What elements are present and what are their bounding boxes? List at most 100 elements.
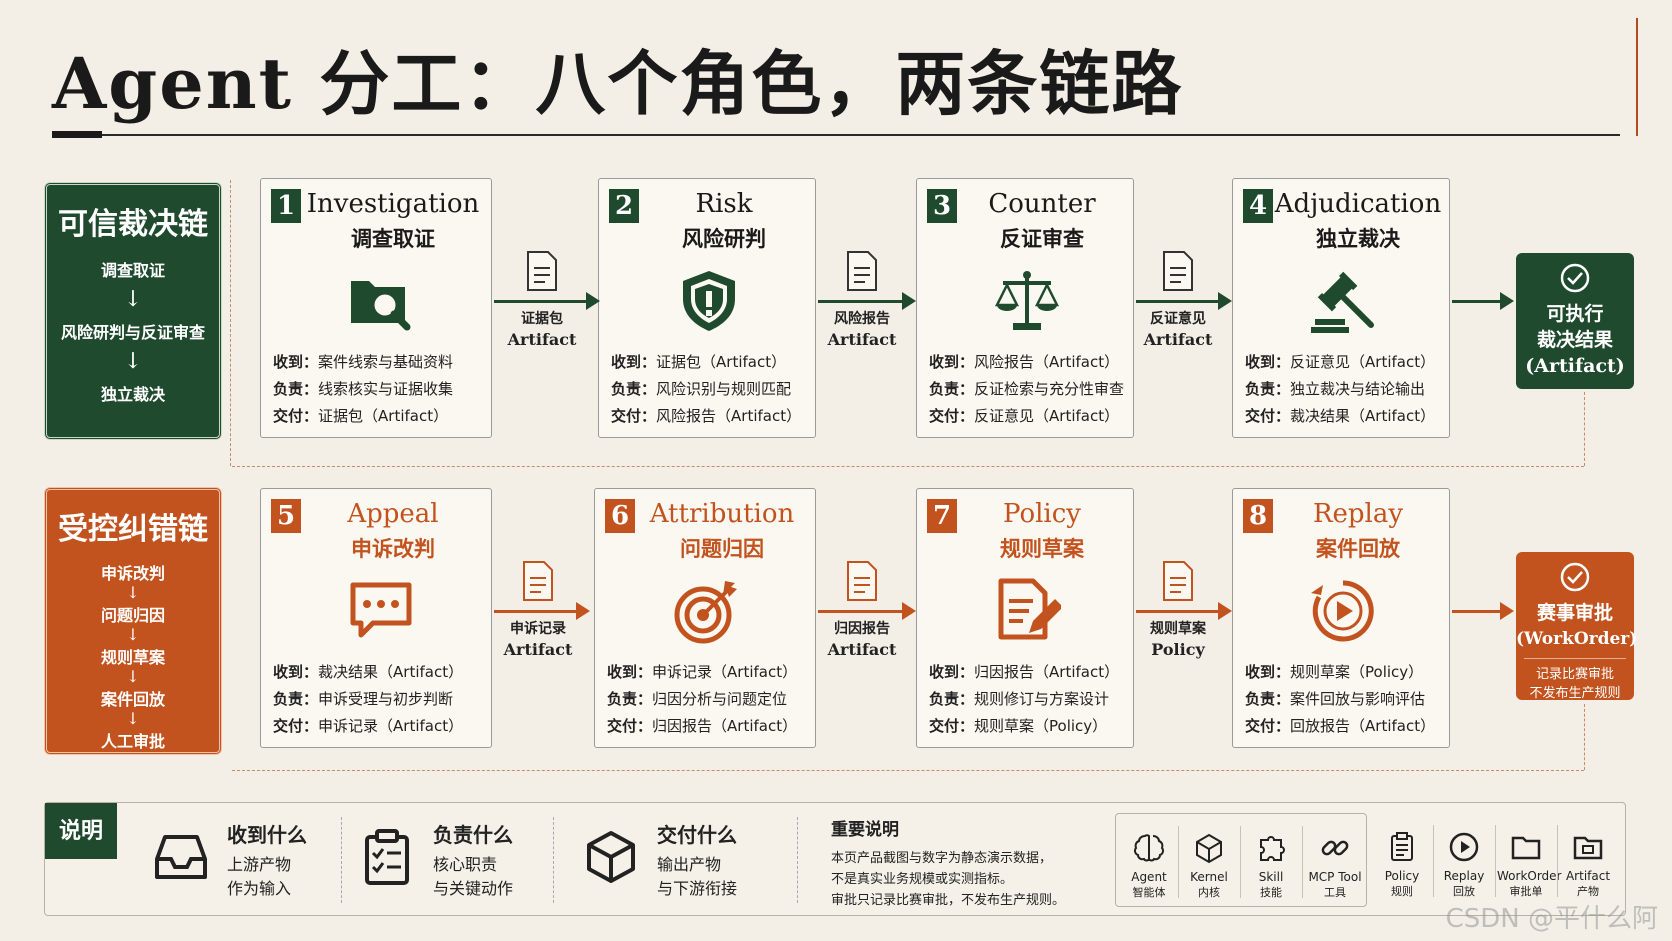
- card-number: 1: [271, 189, 301, 223]
- replay-icon: [1311, 580, 1374, 642]
- legend-line: 上游产物: [227, 855, 292, 874]
- corner-accent-line: [1636, 18, 1638, 136]
- own-label: 负责：: [1245, 380, 1291, 398]
- connector-label: 归因报告: [834, 621, 890, 637]
- receive-value: 归因报告（Artifact）: [974, 663, 1120, 681]
- own-label: 负责：: [929, 690, 975, 708]
- kind-policy: Policy 规则: [1373, 831, 1431, 899]
- result-subline: 不发布生产规则: [1529, 686, 1621, 701]
- receive-label: 收到：: [273, 663, 319, 681]
- connector-type: Artifact: [1143, 330, 1213, 349]
- card-title-en: Counter: [988, 189, 1096, 219]
- own-value: 归因分析与问题定位: [652, 690, 788, 708]
- row-divider-bottom: [232, 770, 1584, 771]
- connector-type: Artifact: [503, 640, 573, 659]
- card-policy: 7 Policy 规则草案 收到：归因报告（Artifact） 负责：规则修订与…: [916, 488, 1134, 748]
- card-rows: 收到：风险报告（Artifact） 负责：反证检索与充分性审查 交付：反证意见（…: [929, 349, 1127, 430]
- receive-value: 案件线索与基础资料: [318, 353, 454, 371]
- result-line: 裁决结果: [1536, 329, 1613, 351]
- receive-value: 证据包（Artifact）: [656, 353, 787, 371]
- clipboard-rule-icon: [1391, 832, 1413, 861]
- down-arrow-icon: ↓: [126, 667, 140, 686]
- own-label: 负责：: [1245, 690, 1291, 708]
- legend-tag: 说明: [45, 803, 117, 859]
- card-title-zh: 问题归因: [680, 536, 764, 561]
- flow-arrow: [818, 602, 916, 620]
- note-heading: 重要说明: [831, 820, 899, 840]
- connector-policy-draft: 规则草案 Policy: [1130, 560, 1226, 659]
- deliver-value: 证据包（Artifact）: [318, 407, 449, 425]
- cube-icon: [1196, 833, 1222, 864]
- connector-type: Artifact: [827, 330, 897, 349]
- chain-step: 风险研判与反证审查: [60, 323, 205, 342]
- kind-sublabel: 内核: [1198, 886, 1220, 899]
- receive-value: 裁决结果（Artifact）: [318, 663, 464, 681]
- result-controlled: 赛事审批 (WorkOrder) 记录比赛审批 不发布生产规则: [1516, 552, 1638, 701]
- kind-divider: [1433, 825, 1434, 897]
- own-value: 申诉受理与初步判断: [318, 690, 454, 708]
- down-arrow-icon: ↓: [123, 349, 143, 374]
- receive-label: 收到：: [1245, 353, 1291, 371]
- legend-heading: 负责什么: [433, 823, 513, 847]
- important-note: 重要说明 本页产品截图与数字为静态演示数据， 不是真实业务规模或实测指标。 审批…: [831, 815, 1065, 911]
- card-title-en: Risk: [695, 189, 753, 219]
- controlled-chain-panel: 受控纠错链 申诉改判 ↓ 问题归因 ↓ 规则草案 ↓ 案件回放 ↓ 人工审批: [44, 487, 222, 755]
- card-replay: 8 Replay 案件回放 收到：规则草案（Policy） 负责：案件回放与影响…: [1232, 488, 1450, 748]
- chain-step: 调查取证: [100, 261, 165, 280]
- result-line: 可执行: [1546, 303, 1604, 325]
- deliver-label: 交付：: [1245, 407, 1291, 425]
- clipboard-icon: [365, 829, 409, 885]
- result-subline: 记录比赛审批: [1535, 667, 1614, 682]
- puzzle-icon: [1260, 836, 1285, 861]
- kind-sublabel: 智能体: [1132, 886, 1166, 899]
- down-arrow-icon: ↓: [126, 583, 140, 602]
- page-title: Agent 分工：八个角色，两条链路: [52, 42, 1184, 125]
- trusted-guide: [230, 180, 231, 466]
- legend-line: 与下游衔接: [657, 879, 738, 898]
- kind-divider: [1178, 826, 1179, 898]
- deliver-value: 申诉记录（Artifact）: [318, 717, 464, 735]
- deliver-label: 交付：: [1245, 717, 1291, 735]
- legend-line: 与关键动作: [433, 879, 514, 898]
- connector-label: 规则草案: [1150, 621, 1206, 637]
- card-title-en: Appeal: [347, 499, 439, 529]
- deliver-label: 交付：: [273, 407, 319, 425]
- title-rule-accent: [52, 131, 102, 138]
- own-value: 规则修订与方案设计: [974, 690, 1110, 708]
- brain-icon: [1133, 834, 1165, 862]
- check-circle-icon: [1560, 263, 1590, 293]
- card-risk: 2 Risk 风险研判 收到：证据包（Artifact） 负责：风险识别与规则匹…: [598, 178, 816, 438]
- own-value: 风险识别与规则匹配: [656, 380, 792, 398]
- card-title-en: Adjudication: [1274, 189, 1442, 219]
- card-title-zh: 规则草案: [1000, 536, 1084, 561]
- kind-label: Skill: [1258, 870, 1284, 884]
- note-line: 审批只记录比赛审批，不发布生产规则。: [831, 893, 1066, 908]
- card-number: 6: [605, 499, 635, 533]
- kind-sublabel: 回放: [1453, 885, 1475, 898]
- chain-step: 问题归因: [100, 606, 165, 625]
- kind-divider: [1302, 826, 1303, 898]
- deliver-value: 反证意见（Artifact）: [974, 407, 1120, 425]
- own-label: 负责：: [273, 380, 319, 398]
- down-arrow-icon: ↓: [126, 625, 140, 644]
- document-icon: [527, 251, 557, 291]
- title-rule: [52, 134, 1620, 136]
- deliver-label: 交付：: [611, 407, 657, 425]
- card-title-zh: 调查取证: [351, 226, 435, 251]
- kind-label: Policy: [1384, 869, 1420, 883]
- card-number: 3: [927, 189, 957, 223]
- card-attribution: 6 Attribution 问题归因 收到：申诉记录（Artifact） 负责：…: [594, 488, 816, 748]
- connector-counter-opinion: 反证意见 Artifact: [1130, 250, 1226, 349]
- kind-label: Replay: [1443, 869, 1485, 883]
- result-line: (Artifact): [1525, 355, 1625, 377]
- kind-group-core: Agent 智能体 Kernel 内核 Skill 技能 MCP Tool 工具: [1115, 813, 1367, 907]
- kind-label: Artifact: [1565, 869, 1611, 883]
- result-line: (WorkOrder): [1516, 629, 1638, 649]
- document-edit-icon: [998, 578, 1061, 640]
- deliver-label: 交付：: [929, 407, 975, 425]
- note-line: 不是真实业务规模或实测指标。: [831, 872, 1014, 887]
- kind-agent: Agent 智能体: [1120, 832, 1178, 900]
- card-title-en: Policy: [1003, 499, 1081, 529]
- kind-label: WorkOrder: [1497, 869, 1562, 883]
- legend-line: 输出产物: [657, 855, 722, 874]
